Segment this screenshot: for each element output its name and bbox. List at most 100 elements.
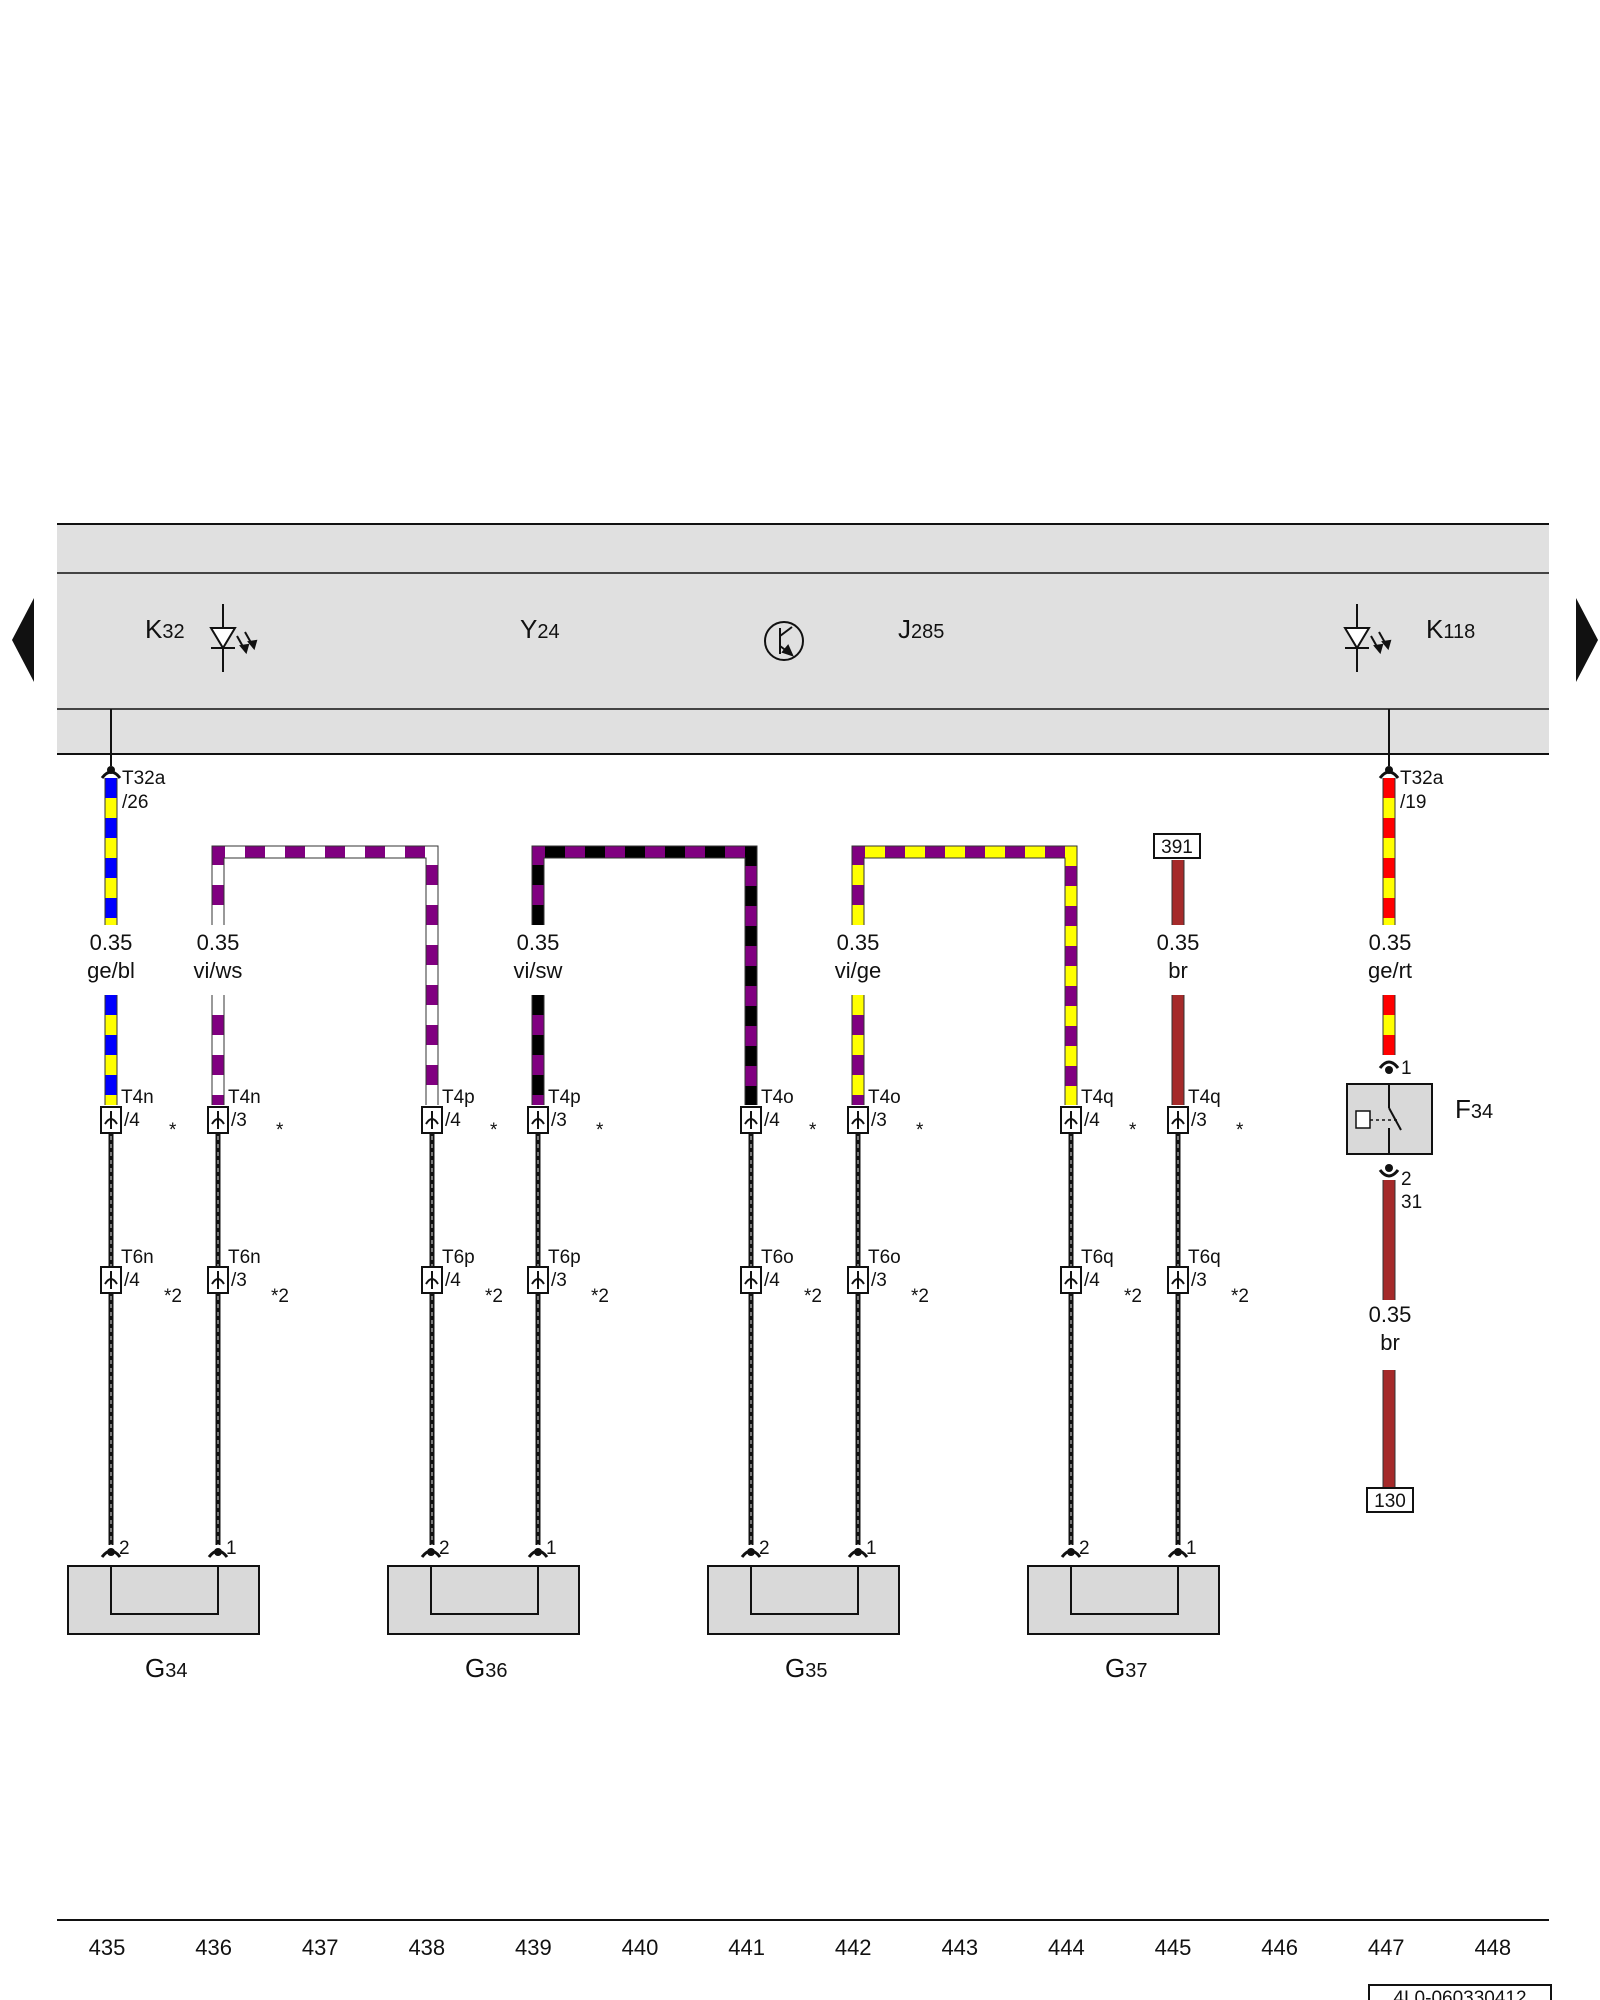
connector-pin-number: /4 [445, 1110, 461, 1131]
wire-gauge-label: 0.35 [197, 930, 240, 955]
sensor-pin-number: 2 [119, 1538, 130, 1559]
footer-column-number: 435 [89, 1935, 126, 1960]
wire-vi-ge [851, 845, 1078, 1105]
connector-pin-icon [100, 1266, 122, 1294]
terminal-dot [747, 1548, 755, 1556]
led-icon [209, 604, 258, 672]
wire-vi-sw [531, 845, 758, 1105]
connector-pin-number: /3 [1191, 1270, 1207, 1291]
wire-layer [104, 778, 1396, 1545]
sensor-g34-label: G34 [145, 1653, 187, 1683]
connector-t32a-pin: /19 [1400, 792, 1426, 813]
footnote-mark: * [1236, 1120, 1244, 1141]
terminal-dot [107, 766, 115, 774]
footnote-mark: * [916, 1120, 924, 1141]
sensor-pin-number: 2 [759, 1538, 770, 1559]
footnote-mark: *2 [591, 1286, 609, 1307]
next-page-arrow[interactable] [1576, 598, 1598, 682]
fuse-pin-top: 1 [1401, 1058, 1412, 1079]
connector-label: T6o [868, 1247, 901, 1268]
connector-label: T4n [228, 1087, 261, 1108]
fuse-pin-bottom: 2 [1401, 1169, 1412, 1190]
footnote-mark: *2 [1231, 1286, 1249, 1307]
sensor-pin-number: 1 [546, 1538, 557, 1559]
footer-column-number: 437 [302, 1935, 339, 1960]
connector-t32a-label: T32a [1400, 768, 1444, 789]
footnote-mark: *2 [1124, 1286, 1142, 1307]
pin-layer: T4n/4*T6n/4*2T4n/3*T6n/3*2T4p/4*T6p/4*2T… [100, 766, 1400, 1307]
connector-label: T6o [761, 1247, 794, 1268]
wire-color-label: ge/rt [1368, 958, 1412, 983]
component-k32-label: K32 [145, 614, 185, 644]
component-j285-label: J285 [898, 614, 944, 644]
fuse-f34-label: F34 [1455, 1094, 1493, 1124]
footnote-mark: * [809, 1120, 817, 1141]
wire-color-label: vi/ge [835, 958, 881, 983]
connector-pin-number: /3 [871, 1270, 887, 1291]
connector-pin-icon [1060, 1106, 1082, 1134]
connector-pin-number: /3 [871, 1110, 887, 1131]
connector-label: T6p [442, 1247, 475, 1268]
footer-column-number: 436 [195, 1935, 232, 1960]
connector-pin-icon [740, 1266, 762, 1294]
footnote-mark: * [169, 1120, 177, 1141]
sensor-pin-number: 2 [1079, 1538, 1090, 1559]
fuse-terminal-label: 31 [1401, 1192, 1422, 1213]
connector-pin-number: /4 [124, 1110, 140, 1131]
footer-column-number: 444 [1048, 1935, 1085, 1960]
connector-pin-icon [207, 1266, 229, 1294]
connector-pin-number: /3 [551, 1110, 567, 1131]
footer-column-number: 440 [622, 1935, 659, 1960]
footer-column-number: 441 [728, 1935, 765, 1960]
footnote-mark: *2 [804, 1286, 822, 1307]
wire-color-label: br [1168, 958, 1188, 983]
terminal-dot [1174, 1548, 1182, 1556]
footer-column-number: 443 [941, 1935, 978, 1960]
terminal-dot [1385, 766, 1393, 774]
wire-gauge-label: 0.35 [1157, 930, 1200, 955]
connector-pin-number: /3 [231, 1270, 247, 1291]
connector-label: T6p [548, 1247, 581, 1268]
svg-text:391: 391 [1161, 837, 1193, 858]
terminal-dot [214, 1548, 222, 1556]
wire-color-label: vi/ws [194, 958, 243, 983]
connector-pin-icon [847, 1266, 869, 1294]
wire-vi-ws [211, 845, 439, 1105]
connector-pin-number: /4 [124, 1270, 140, 1291]
footnote-mark: * [490, 1120, 498, 1141]
connector-pin-icon [527, 1266, 549, 1294]
connector-pin-number: /3 [231, 1110, 247, 1131]
reference-box-130[interactable]: 130 [1366, 1487, 1414, 1513]
document-id-box: 4L0-060330412 [1368, 1984, 1552, 2000]
connector-pin-icon [1060, 1266, 1082, 1294]
footnote-mark: * [596, 1120, 604, 1141]
terminal-dot [107, 1548, 115, 1556]
connector-pin-number: /4 [764, 1110, 780, 1131]
connector-label: T4q [1081, 1087, 1114, 1108]
footnote-mark: * [276, 1120, 284, 1141]
connector-label: T6q [1188, 1247, 1221, 1268]
wire-color-label: vi/sw [514, 958, 563, 983]
footer-column-number: 448 [1474, 1935, 1511, 1960]
reference-box-391[interactable]: 391 [1153, 833, 1201, 859]
sensor-pin-number: 1 [866, 1538, 877, 1559]
led-icon [1343, 604, 1392, 672]
connector-label: T4p [548, 1087, 581, 1108]
wire-gauge-label: 0.35 [1369, 930, 1412, 955]
sensor-pin-number: 2 [439, 1538, 450, 1559]
connector-label: T6n [121, 1247, 154, 1268]
connector-pin-icon [1167, 1106, 1189, 1134]
prev-page-arrow[interactable] [12, 598, 34, 682]
wire-gauge-label: 0.35 [837, 930, 880, 955]
connector-label: T4o [761, 1087, 794, 1108]
svg-text:4L0-060330412: 4L0-060330412 [1393, 1988, 1526, 2000]
terminal-dot [854, 1548, 862, 1556]
component-y24-label: Y24 [520, 614, 560, 644]
wire-gauge-label: 0.35 [1369, 1302, 1412, 1327]
connector-pin-number: /3 [1191, 1110, 1207, 1131]
